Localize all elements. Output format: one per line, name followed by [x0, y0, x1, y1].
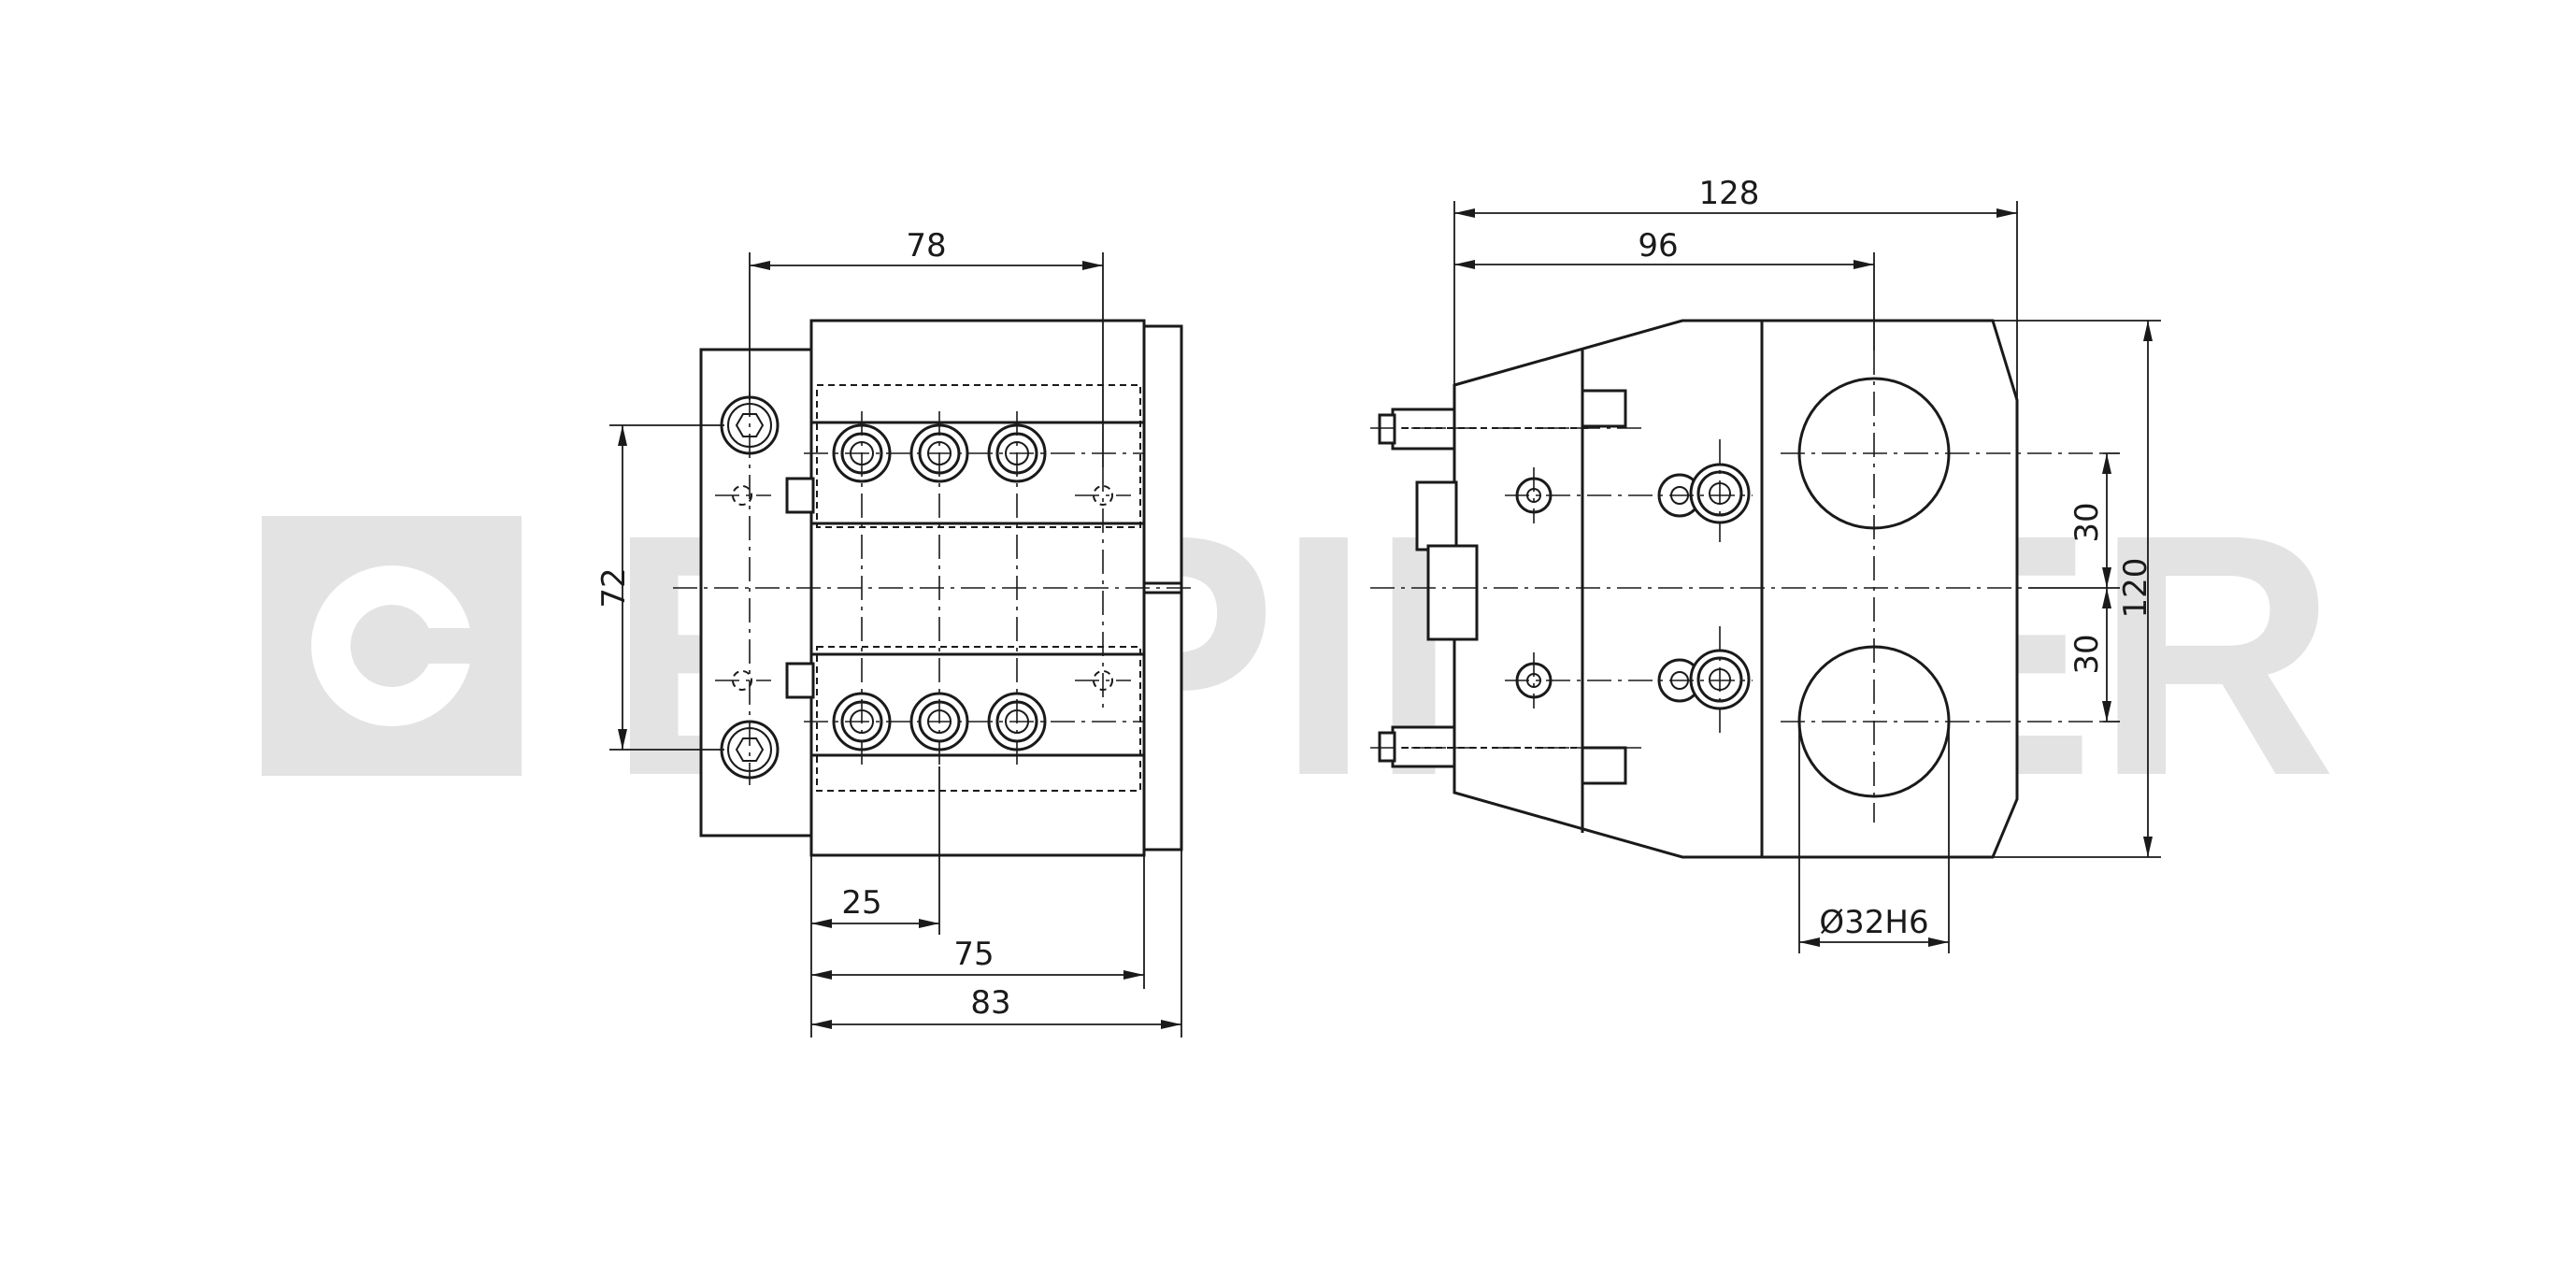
dim-72: 72: [595, 424, 724, 751]
side-center-lines: [1370, 351, 2103, 823]
dim-bore-diameter: Ø32H6: [1798, 722, 1950, 953]
front-view: 78 72 25 75: [595, 227, 1192, 1038]
side-body: [1453, 319, 2019, 859]
watermark-logo-bar: [392, 628, 478, 664]
lower-key: [785, 662, 815, 699]
upper-right-pin-hole: [1093, 485, 1113, 506]
dim-96-label: 96: [1638, 227, 1678, 265]
dim-128-label: 128: [1699, 175, 1760, 212]
dim-75-label: 75: [953, 936, 994, 973]
dim-83: 83: [811, 984, 1181, 1029]
dim-120: 120: [1993, 320, 2161, 858]
dim-72-label: 72: [595, 567, 633, 608]
lower-left-pin-hole: [732, 670, 752, 691]
dim-30-upper-label: 30: [2068, 502, 2106, 542]
dim-25-label: 25: [841, 884, 881, 922]
upper-left-pin-hole: [732, 485, 752, 506]
dim-96: 96: [1454, 227, 1875, 351]
upper-key: [785, 477, 815, 514]
dim-30-lower-label: 30: [2068, 634, 2106, 674]
dim-75: 75: [811, 936, 1144, 980]
lower-hidden-channel: [816, 646, 1141, 792]
eppinger-watermark: EPPINGER: [262, 463, 2337, 847]
dim-83-label: 83: [970, 984, 1010, 1022]
dim-120-label: 120: [2117, 558, 2154, 619]
front-center-lines: [673, 393, 1192, 785]
upper-hidden-channel: [816, 384, 1141, 528]
dim-30-pair: 30 30: [2028, 452, 2120, 723]
dim-bore-diameter-label: Ø32H6: [1819, 904, 1928, 941]
side-key-large: [1426, 544, 1479, 641]
dim-78-label: 78: [906, 227, 946, 265]
side-lower-pin: [1378, 725, 1456, 768]
dim-78: 78: [749, 227, 1104, 467]
side-upper-notch: [1581, 389, 1627, 428]
dim-128: 128: [1453, 175, 2018, 400]
side-view: 128 96 120 30: [1370, 175, 2161, 953]
side-key-small: [1415, 480, 1458, 551]
dim-25: 25: [811, 884, 939, 928]
side-lower-notch: [1581, 746, 1627, 785]
